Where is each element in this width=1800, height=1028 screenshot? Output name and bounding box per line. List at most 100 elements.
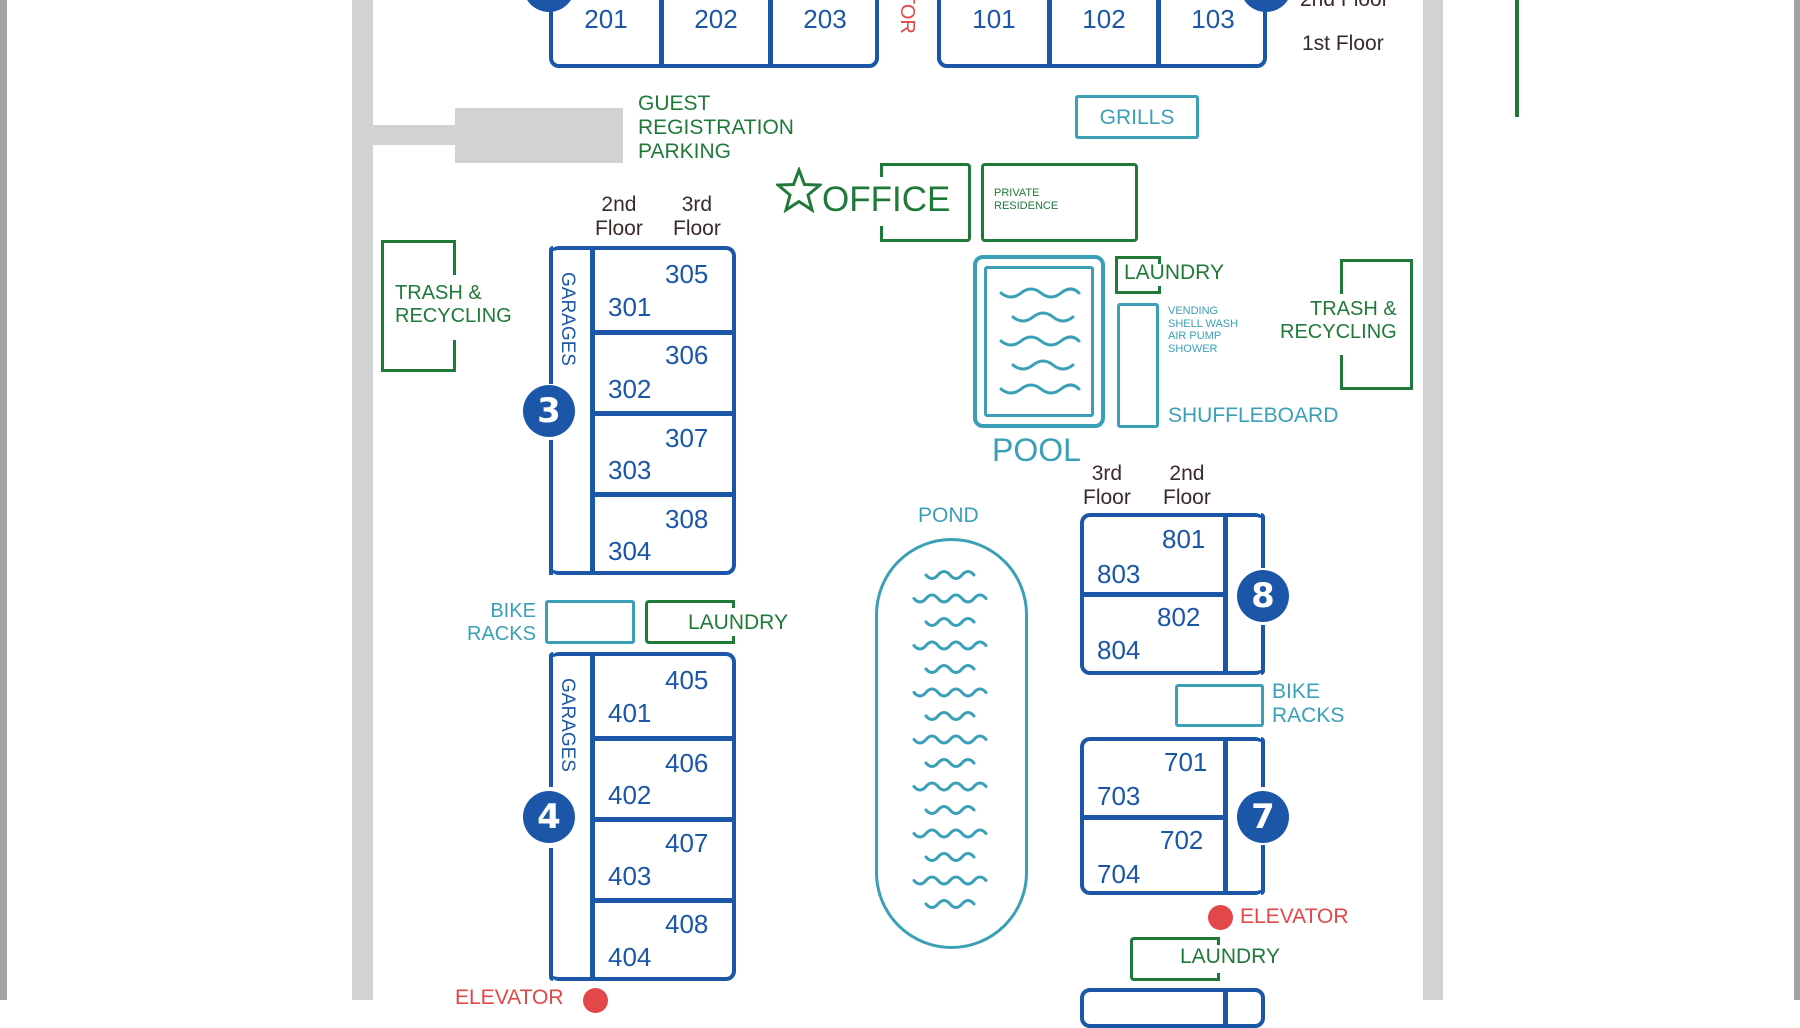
building-8-badge[interactable]: 8 bbox=[1237, 570, 1289, 622]
building-4-badge[interactable]: 4 bbox=[523, 791, 575, 843]
laundry-wall bbox=[1158, 256, 1161, 264]
building-2[interactable]: 204 205 206 201 202 203 bbox=[549, 0, 879, 68]
unit-305[interactable]: 305 bbox=[665, 259, 709, 289]
unit-201[interactable]: 201 bbox=[584, 4, 628, 34]
laundry-left[interactable] bbox=[645, 600, 735, 644]
unit-401[interactable]: 401 bbox=[608, 698, 652, 728]
elevator-label-left: ELEVATOR bbox=[455, 986, 564, 1009]
unit-304[interactable]: 304 bbox=[608, 536, 652, 566]
unit-divider bbox=[768, 0, 773, 68]
unit-divider bbox=[1156, 0, 1161, 68]
stair-divider bbox=[1223, 513, 1228, 675]
unit-404[interactable]: 404 bbox=[608, 942, 652, 972]
pond-wave bbox=[924, 711, 976, 721]
unit-704[interactable]: 704 bbox=[1097, 859, 1141, 889]
unit-407[interactable]: 407 bbox=[665, 828, 709, 858]
b3-garages-label: GARAGES bbox=[556, 272, 578, 366]
shuffleboard[interactable] bbox=[1117, 303, 1159, 428]
building-3-badge[interactable]: 3 bbox=[523, 385, 575, 437]
pond-wave bbox=[912, 640, 988, 651]
building-4[interactable]: GARAGES 401 405 402 406 403 407 404 408 bbox=[549, 652, 736, 981]
unit-408[interactable]: 408 bbox=[665, 909, 709, 939]
unit-101[interactable]: 101 bbox=[972, 4, 1016, 34]
unit-303[interactable]: 303 bbox=[608, 455, 652, 485]
shuffleboard-label: SHUFFLEBOARD bbox=[1168, 404, 1339, 427]
unit-803[interactable]: 803 bbox=[1097, 559, 1141, 589]
unit-804[interactable]: 804 bbox=[1097, 635, 1141, 665]
private-residence[interactable]: PRIVATE RESIDENCE bbox=[981, 163, 1138, 242]
pond-label: POND bbox=[918, 504, 979, 527]
pool-inner bbox=[984, 266, 1094, 417]
unit-306[interactable]: 306 bbox=[665, 340, 709, 370]
unit-801[interactable]: 801 bbox=[1162, 524, 1206, 554]
bike-racks-right[interactable] bbox=[1175, 684, 1264, 727]
b4-garages-label: GARAGES bbox=[556, 678, 578, 772]
trash-wall bbox=[1340, 355, 1343, 390]
unit-divider bbox=[595, 330, 732, 335]
building-1[interactable]: 104 105 106 101 102 103 bbox=[937, 0, 1267, 68]
unit-203[interactable]: 203 bbox=[803, 4, 847, 34]
unit-701[interactable]: 701 bbox=[1164, 747, 1208, 777]
unit-divider bbox=[1047, 0, 1052, 68]
office-label: OFFICE bbox=[822, 180, 951, 219]
laundry-bottom[interactable] bbox=[1130, 937, 1220, 981]
building-7[interactable]: 703 701 704 702 bbox=[1080, 737, 1265, 895]
trash-recycling-left-label: TRASH &RECYCLING bbox=[395, 282, 512, 327]
road-left bbox=[352, 0, 373, 1000]
unit-301[interactable]: 301 bbox=[608, 292, 652, 322]
unit-402[interactable]: 402 bbox=[608, 780, 652, 810]
bike-racks-left[interactable] bbox=[545, 600, 635, 644]
vending-label: VENDING SHELL WASH AIR PUMP SHOWER bbox=[1168, 305, 1239, 355]
b8-wall bbox=[1261, 513, 1265, 568]
pond-wave bbox=[924, 617, 976, 627]
unit-divider bbox=[659, 0, 664, 68]
trash-recycling-left[interactable] bbox=[381, 240, 456, 372]
b7-wall bbox=[1261, 845, 1265, 895]
elevator-label-right: ELEVATOR bbox=[1240, 905, 1349, 928]
building-3[interactable]: GARAGES 301 305 302 306 303 307 304 308 bbox=[549, 246, 736, 575]
unit-802[interactable]: 802 bbox=[1157, 602, 1201, 632]
trash-recycling-right[interactable] bbox=[1340, 259, 1413, 390]
grills-area[interactable]: GRILLS bbox=[1075, 95, 1199, 139]
unit-103[interactable]: 103 bbox=[1191, 4, 1235, 34]
unit-406[interactable]: 406 bbox=[665, 748, 709, 778]
pond-wave bbox=[924, 664, 976, 674]
b8-wall bbox=[1261, 625, 1265, 675]
window-left-border bbox=[0, 0, 7, 1000]
b4-wall bbox=[549, 652, 553, 787]
unit-405[interactable]: 405 bbox=[665, 665, 709, 695]
road-spur bbox=[373, 125, 463, 145]
pond-wave bbox=[924, 852, 976, 862]
building-7-badge[interactable]: 7 bbox=[1237, 791, 1289, 843]
unit-703[interactable]: 703 bbox=[1097, 781, 1141, 811]
office-building[interactable] bbox=[880, 163, 971, 242]
laundry-wall bbox=[732, 600, 735, 608]
trash-wall bbox=[453, 240, 456, 275]
unit-702[interactable]: 702 bbox=[1160, 825, 1204, 855]
building-6-partial[interactable] bbox=[1080, 988, 1265, 1028]
laundry-pool[interactable] bbox=[1115, 256, 1161, 294]
trash-wall bbox=[1340, 259, 1343, 294]
laundry-wall bbox=[732, 636, 735, 644]
unit-308[interactable]: 308 bbox=[665, 504, 709, 534]
unit-202[interactable]: 202 bbox=[694, 4, 738, 34]
unit-102[interactable]: 102 bbox=[1082, 4, 1126, 34]
building-8[interactable]: 803 801 804 802 bbox=[1080, 513, 1265, 675]
unit-302[interactable]: 302 bbox=[608, 374, 652, 404]
pond[interactable] bbox=[875, 538, 1028, 949]
pond-wave bbox=[912, 687, 988, 698]
unit-307[interactable]: 307 bbox=[665, 423, 709, 453]
trash-wall bbox=[453, 340, 456, 372]
pool-waves-icon bbox=[999, 287, 1081, 395]
window-right-border bbox=[1794, 0, 1800, 1000]
pool-label: POOL bbox=[992, 432, 1081, 468]
pool[interactable] bbox=[973, 255, 1105, 428]
office-wall bbox=[880, 163, 883, 177]
unit-403[interactable]: 403 bbox=[608, 861, 652, 891]
star-icon bbox=[776, 167, 822, 213]
